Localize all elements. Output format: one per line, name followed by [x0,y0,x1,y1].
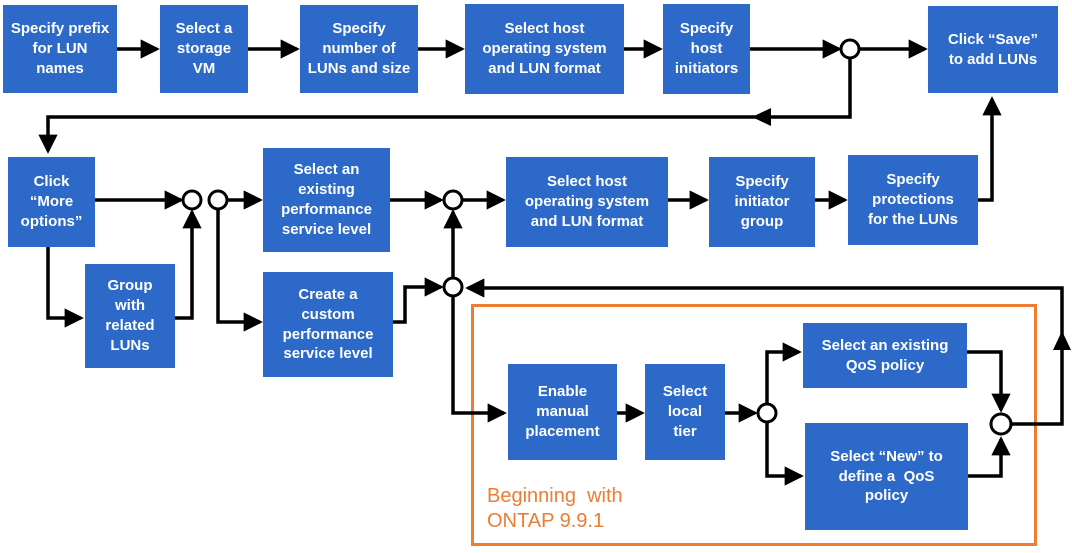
junction-qos-split [756,402,778,424]
junction-moreoptions-a [181,189,203,211]
node-specify-prefix: Specify prefix for LUN names [3,5,117,93]
node-select-host-os-mid: Select host operating system and LUN for… [506,157,668,247]
arrow-junction-to-existingqos [765,342,802,404]
arrow-protections-to-save [978,96,1002,202]
node-create-custom-psl: Create a custom performance service leve… [263,272,393,377]
node-specify-host-initiators: Specify host initiators [663,4,750,94]
node-specify-protections: Specify protections for the LUNs [848,155,978,245]
node-enable-manual-placement: Enable manual placement [508,364,617,460]
arrow-junction-to-newqos [765,422,804,486]
junction-moreoptions-b [207,189,229,211]
node-select-local-tier: Select local tier [645,364,725,460]
node-specify-number: Specify number of LUNs and size [300,5,418,93]
node-select-existing-psl: Select an existing performance service l… [263,148,390,252]
arrow-newqos-to-junction [968,436,1011,478]
ontap-991-label: Beginning with ONTAP 9.9.1 [487,485,623,532]
node-click-more-options: Click “More options” [8,157,95,247]
junction-after-initiators [839,38,861,60]
node-select-storage-vm: Select a storage VM [160,5,248,93]
node-group-related-luns: Group with related LUNs [85,264,175,368]
midline-left-arrowhead [752,108,771,126]
node-click-save: Click “Save” to add LUNs [928,6,1058,93]
arrow-junction-to-moreoptions [38,59,852,154]
midline-up-arrowhead [1053,331,1071,350]
arrow-junction-to-custompsl [216,209,263,332]
arrow-moreoptions-to-group [46,247,84,328]
junction-psl-merge [442,189,464,211]
node-select-new-qos: Select “New” to define a QoS policy [805,423,968,530]
arrow-qosjunction-feedback-loop [465,278,1064,426]
junction-qos-merge [989,412,1013,436]
arrow-group-to-junction [175,209,202,320]
node-select-host-os-top: Select host operating system and LUN for… [465,4,624,94]
arrow-existingqos-to-junction [967,350,1011,413]
arrow-custompsl-to-junction [393,277,444,324]
node-specify-initiator-group: Specify initiator group [709,157,815,247]
junction-custom-merge [442,276,464,298]
arrow-junction-to-manualplacement [451,296,507,423]
node-select-existing-qos: Select an existing QoS policy [803,323,967,388]
